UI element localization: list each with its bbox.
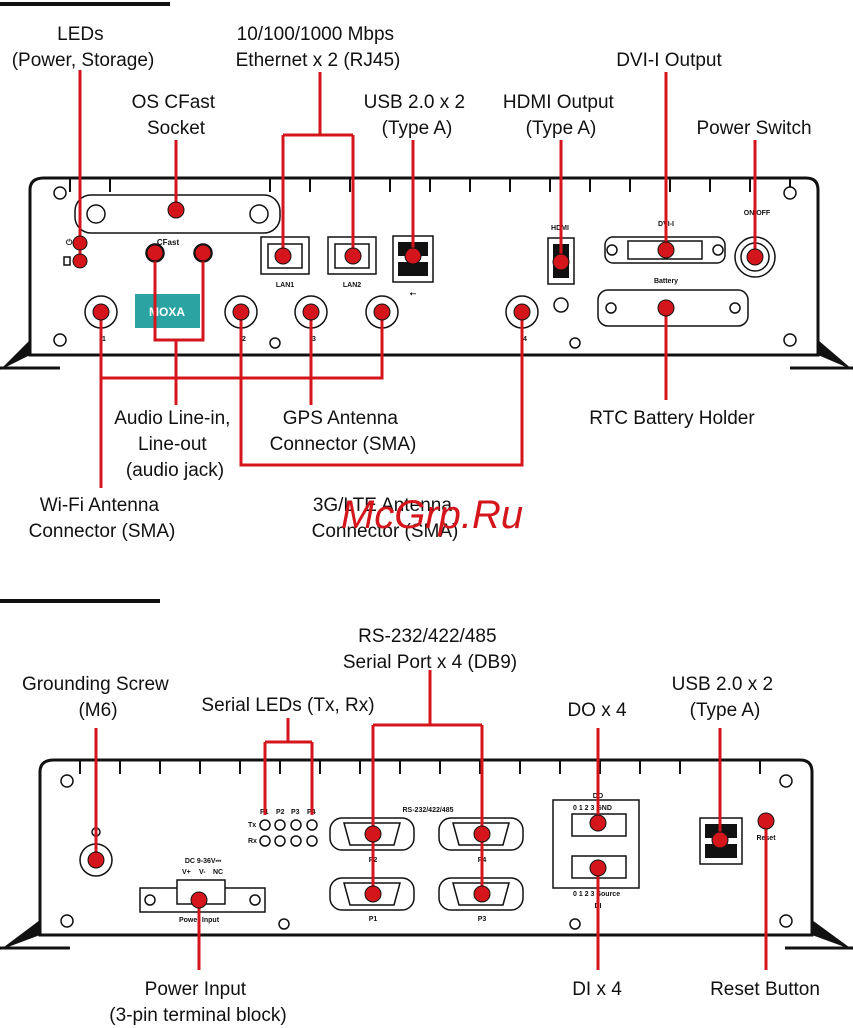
watermark: McGrp.Ru: [341, 493, 523, 537]
svg-text:0 1 2 3 GND: 0 1 2 3 GND: [573, 805, 612, 812]
storage-led-icon: [63, 256, 71, 266]
rear-panel: DC 9-36V⎓ V+ V- NC Power Input P1 P2 P3 …: [0, 599, 853, 1026]
svg-text:V+ V- NC: V+ V- NC: [182, 869, 223, 876]
usb-label: USB 2.0 x 2 (Type A): [364, 92, 471, 139]
svg-text:Tx: Tx: [248, 822, 256, 829]
dvi-label: DVI-I Output: [616, 50, 722, 71]
di-label: DI x 4: [572, 979, 622, 1000]
onoff-text: ON/OFF: [744, 210, 771, 217]
lan1-text: LAN1: [276, 282, 294, 289]
power-switch-label: Power Switch: [696, 118, 811, 139]
svg-text:3: 3: [312, 336, 316, 343]
ethernet-label: 10/100/1000 Mbps Ethernet x 2 (RJ45): [236, 24, 401, 71]
hdmi-label: HDMI Output (Type A): [503, 92, 619, 139]
svg-text:4: 4: [523, 336, 527, 343]
grounding-label: Grounding Screw (M6): [22, 674, 174, 721]
lan2-text: LAN2: [343, 282, 361, 289]
lte-label: 3G/LTE Antenna Connector (SMA): [312, 495, 459, 542]
svg-text:Rx: Rx: [248, 838, 257, 845]
gps-label: GPS Antenna Connector (SMA): [270, 408, 417, 455]
svg-text:DC 9-36V⎓: DC 9-36V⎓: [185, 858, 222, 865]
moxa-logo: [135, 294, 200, 328]
leds-label: LEDs (Power, Storage): [12, 24, 155, 71]
power-input-label: Power Input (3-pin terminal block): [109, 979, 286, 1026]
usb-symbol-icon: ⭠: [410, 289, 417, 298]
rtc-label: RTC Battery Holder: [589, 408, 755, 429]
power-led-icon: ⏻: [66, 238, 73, 247]
reset-label: Reset Button: [710, 979, 820, 1000]
serial-leds-label: Serial LEDs (Tx, Rx): [201, 695, 374, 716]
rear-usb-label: USB 2.0 x 2 (Type A): [672, 674, 779, 721]
front-panel: CFast LAN1 LAN2 ⭠ HDMI DVI-I ON/OFF Batt…: [0, 2, 853, 542]
serial-port-label: RS-232/422/485 Serial Port x 4 (DB9): [343, 626, 517, 673]
wifi-label: Wi-Fi Antenna Connector (SMA): [29, 495, 176, 542]
serial-leds: [259, 819, 318, 847]
svg-text:P3: P3: [478, 916, 487, 923]
svg-text:1: 1: [102, 336, 106, 343]
audio-label: Audio Line-in, Line-out (audio jack): [114, 408, 235, 481]
battery-text: Battery: [654, 278, 678, 285]
svg-text:2: 2: [242, 336, 246, 343]
svg-text:RS-232/422/485: RS-232/422/485: [403, 807, 454, 814]
svg-text:MOXA: MOXA: [149, 305, 185, 319]
cfast-device-text: CFast: [157, 238, 180, 247]
do-label: DO x 4: [567, 700, 627, 721]
cfast-label: OS CFast Socket: [132, 92, 221, 139]
svg-text:P1: P1: [369, 916, 378, 923]
